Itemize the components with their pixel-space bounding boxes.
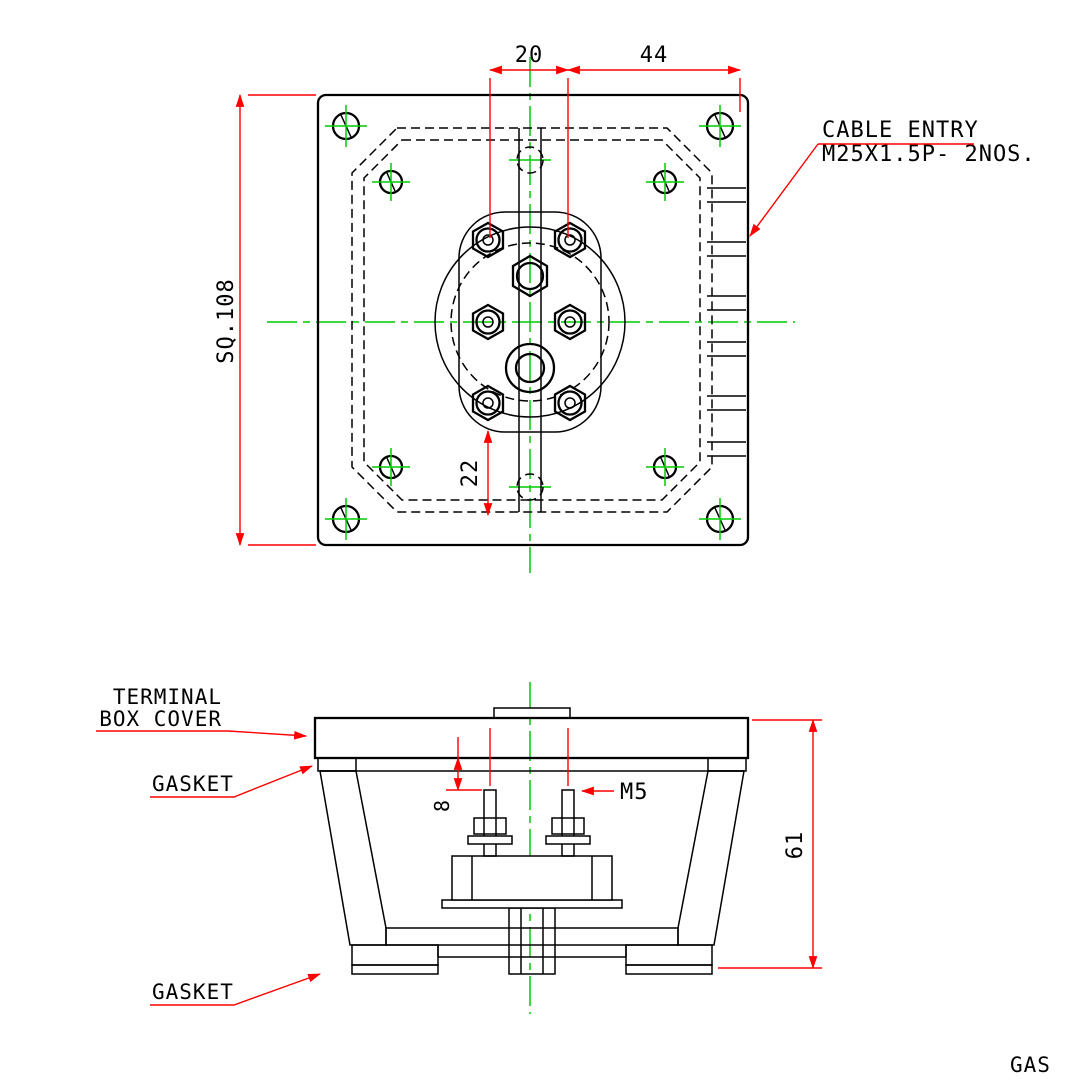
terminal-stud: [545, 789, 591, 857]
hidden-hole-top: [516, 146, 544, 174]
section-dimensions: 8 M5 61: [430, 718, 822, 970]
block-body: [451, 855, 613, 901]
cover-label-line2: BOX COVER: [99, 707, 222, 731]
dim-61: 61: [783, 831, 808, 860]
inner-outline-2: [363, 139, 701, 501]
corner-screw: [699, 498, 741, 540]
gasket-callout-bottom: GASKET: [150, 973, 322, 1006]
cable-entry-callout: CABLE ENTRY M25X1.5P- 2NOS.: [749, 118, 1036, 237]
mounting-screw: [372, 163, 410, 201]
mounting-screw: [372, 448, 410, 486]
top-view-centerlines: [267, 57, 795, 573]
gasket-top-label: GASKET: [152, 772, 234, 796]
terminal-nut: [553, 384, 587, 422]
block-base-flange: [441, 899, 623, 909]
cover-boss: [493, 707, 571, 719]
dim-8: 8: [430, 800, 454, 812]
corner-screw: [325, 105, 367, 147]
mounting-screw: [646, 448, 684, 486]
corner-screw: [325, 498, 367, 540]
terminal-block: [441, 789, 623, 975]
cover-callout: TERMINAL BOX COVER: [96, 685, 308, 740]
cable-entry-label: CABLE ENTRY: [822, 118, 979, 143]
dim-22: 22: [458, 459, 483, 488]
gasket-bottom-label: GASKET: [152, 980, 234, 1004]
gasket-bottom-right: [625, 964, 713, 975]
terminal-box-cover: [313, 716, 750, 760]
terminal-nut: [553, 221, 587, 259]
dim-sq108: SQ.108: [214, 278, 239, 363]
cable-entry-ticks: [707, 187, 746, 457]
cover-label-line1: TERMINAL: [113, 685, 222, 709]
center-boss: [504, 342, 556, 394]
top-view-dimensions: 20 44 SQ.108 22: [214, 43, 742, 547]
gasket-callout-top: GASKET: [150, 765, 314, 798]
terminal-nut: [471, 221, 505, 259]
mounting-screw: [646, 163, 684, 201]
corner-clipped-text: GAS: [1010, 1053, 1051, 1077]
terminal-stud: [467, 789, 513, 857]
top-view: 20 44 SQ.108 22 CABLE ENTRY M25X1.5P- 2N…: [214, 43, 1036, 573]
dim-44: 44: [640, 43, 669, 68]
terminal-nut: [471, 384, 505, 422]
center-boss: [511, 254, 549, 298]
cable-entry-spec: M25X1.5P- 2NOS.: [822, 142, 1036, 167]
terminal-nut: [471, 303, 505, 341]
dim-m5: M5: [620, 780, 649, 805]
base-slab: [385, 927, 679, 946]
corner-screw: [699, 105, 741, 147]
terminal-nut: [553, 303, 587, 341]
dim-20: 20: [515, 43, 544, 68]
inner-outline-1: [351, 127, 713, 513]
section-view: 8 M5 61 TERMINAL BOX COVER GASKET GASKET: [96, 682, 822, 1014]
box-outline: [316, 93, 750, 547]
terminal-cluster: [434, 211, 626, 433]
hidden-hole-bottom: [516, 473, 544, 501]
gasket-bottom-left: [351, 964, 439, 975]
